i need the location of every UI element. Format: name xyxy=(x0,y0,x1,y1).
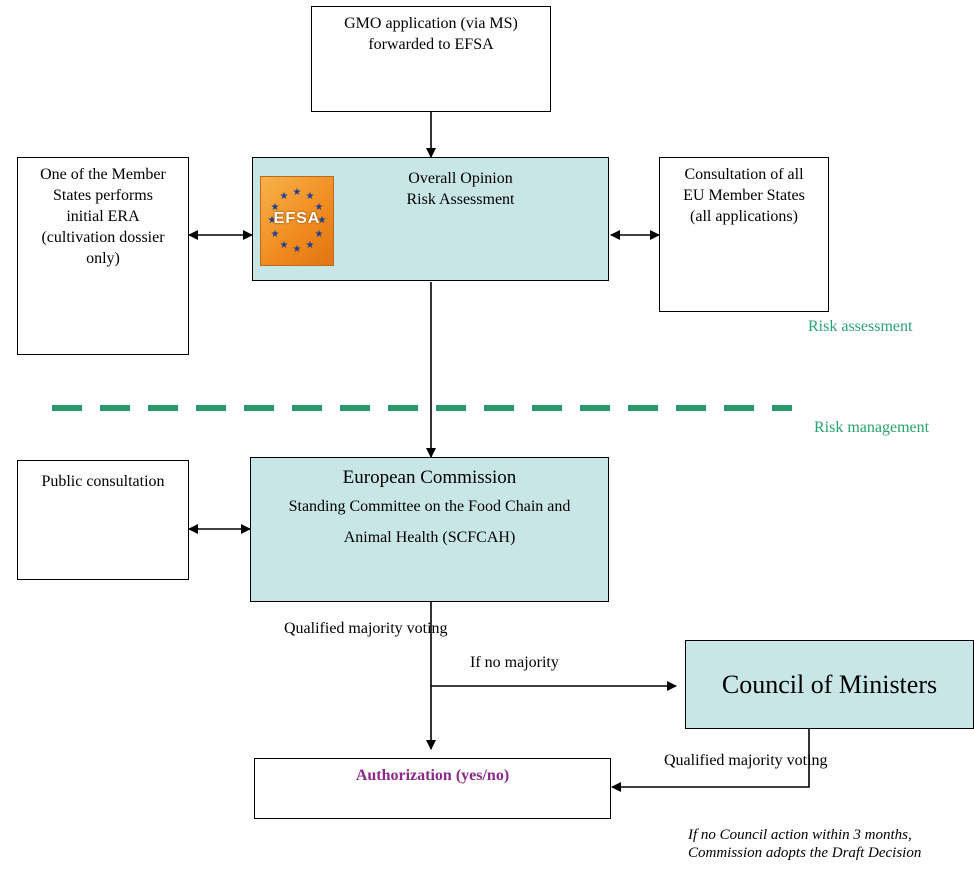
eu-stars-icon: ★★★ ★★★ ★★★ ★★★ xyxy=(268,187,327,255)
efsa-logo: ★★★ ★★★ ★★★ ★★★ EFSA xyxy=(260,176,334,266)
gmo-line-1: GMO application (via MS) xyxy=(344,15,518,32)
risk-assessment-label: Risk assessment xyxy=(808,318,913,335)
footnote: If no Council action within 3 months, Co… xyxy=(688,826,974,862)
svg-text:★: ★ xyxy=(293,187,302,198)
era-line-2: States performs xyxy=(53,187,153,204)
qmv-commission-label: Qualified majority voting xyxy=(284,620,448,637)
consultation-member-states-box: Consultation of all EU Member States (al… xyxy=(659,157,829,312)
svg-text:★: ★ xyxy=(268,215,277,226)
svg-text:★: ★ xyxy=(306,191,315,202)
svg-text:★: ★ xyxy=(271,202,280,213)
council-text: Council of Ministers xyxy=(721,669,938,699)
footnote-line-1: If no Council action within 3 months, xyxy=(688,827,912,843)
svg-text:★: ★ xyxy=(293,244,302,255)
efsa-line-1: Overall Opinion xyxy=(408,170,513,187)
era-line-4: (cultivation dossier xyxy=(41,229,165,246)
era-line-5: only) xyxy=(86,250,120,267)
commission-title: European Commission xyxy=(342,467,517,488)
footnote-line-2: Commission adopts the Draft Decision xyxy=(688,845,922,861)
consult-line-1: Consultation of all xyxy=(684,166,804,183)
efsa-line-2: Risk Assessment xyxy=(406,191,515,208)
era-line-3: initial ERA xyxy=(66,208,140,225)
efsa-opinion-box: ★★★ ★★★ ★★★ ★★★ EFSA Overall Opinion Ris… xyxy=(252,157,609,281)
consult-line-3: (all applications) xyxy=(690,208,798,225)
if-no-majority-label: If no majority xyxy=(470,654,559,671)
svg-text:★: ★ xyxy=(315,202,324,213)
risk-management-label: Risk management xyxy=(814,419,930,436)
commission-subtitle-1: Standing Committee on the Food Chain and xyxy=(288,498,571,515)
council-of-ministers-box: Council of Ministers xyxy=(685,640,974,729)
svg-text:★: ★ xyxy=(318,215,327,226)
era-line-1: One of the Member xyxy=(40,166,166,183)
public-consultation-box: Public consultation xyxy=(17,460,189,580)
european-commission-box: European Commission Standing Committee o… xyxy=(250,457,609,602)
member-state-era-box: One of the Member States performs initia… xyxy=(17,157,189,355)
consult-line-2: EU Member States xyxy=(683,187,805,204)
svg-text:★: ★ xyxy=(271,229,280,240)
qmv-council-label: Qualified majority voting xyxy=(664,752,828,769)
public-consultation-text: Public consultation xyxy=(41,473,165,490)
arrow-council-to-authorization xyxy=(611,729,810,792)
authorization-box: Authorization (yes/no) xyxy=(254,758,611,819)
gmo-application-box: GMO application (via MS) forwarded to EF… xyxy=(311,6,551,112)
svg-text:★: ★ xyxy=(306,240,315,251)
svg-text:★: ★ xyxy=(280,240,289,251)
commission-subtitle-2: Animal Health (SCFCAH) xyxy=(343,529,516,546)
authorization-text: Authorization (yes/no) xyxy=(355,767,510,784)
efsa-logo-text: EFSA xyxy=(273,210,321,227)
gmo-line-2: forwarded to EFSA xyxy=(368,36,494,53)
svg-text:★: ★ xyxy=(315,229,324,240)
svg-text:★: ★ xyxy=(280,191,289,202)
